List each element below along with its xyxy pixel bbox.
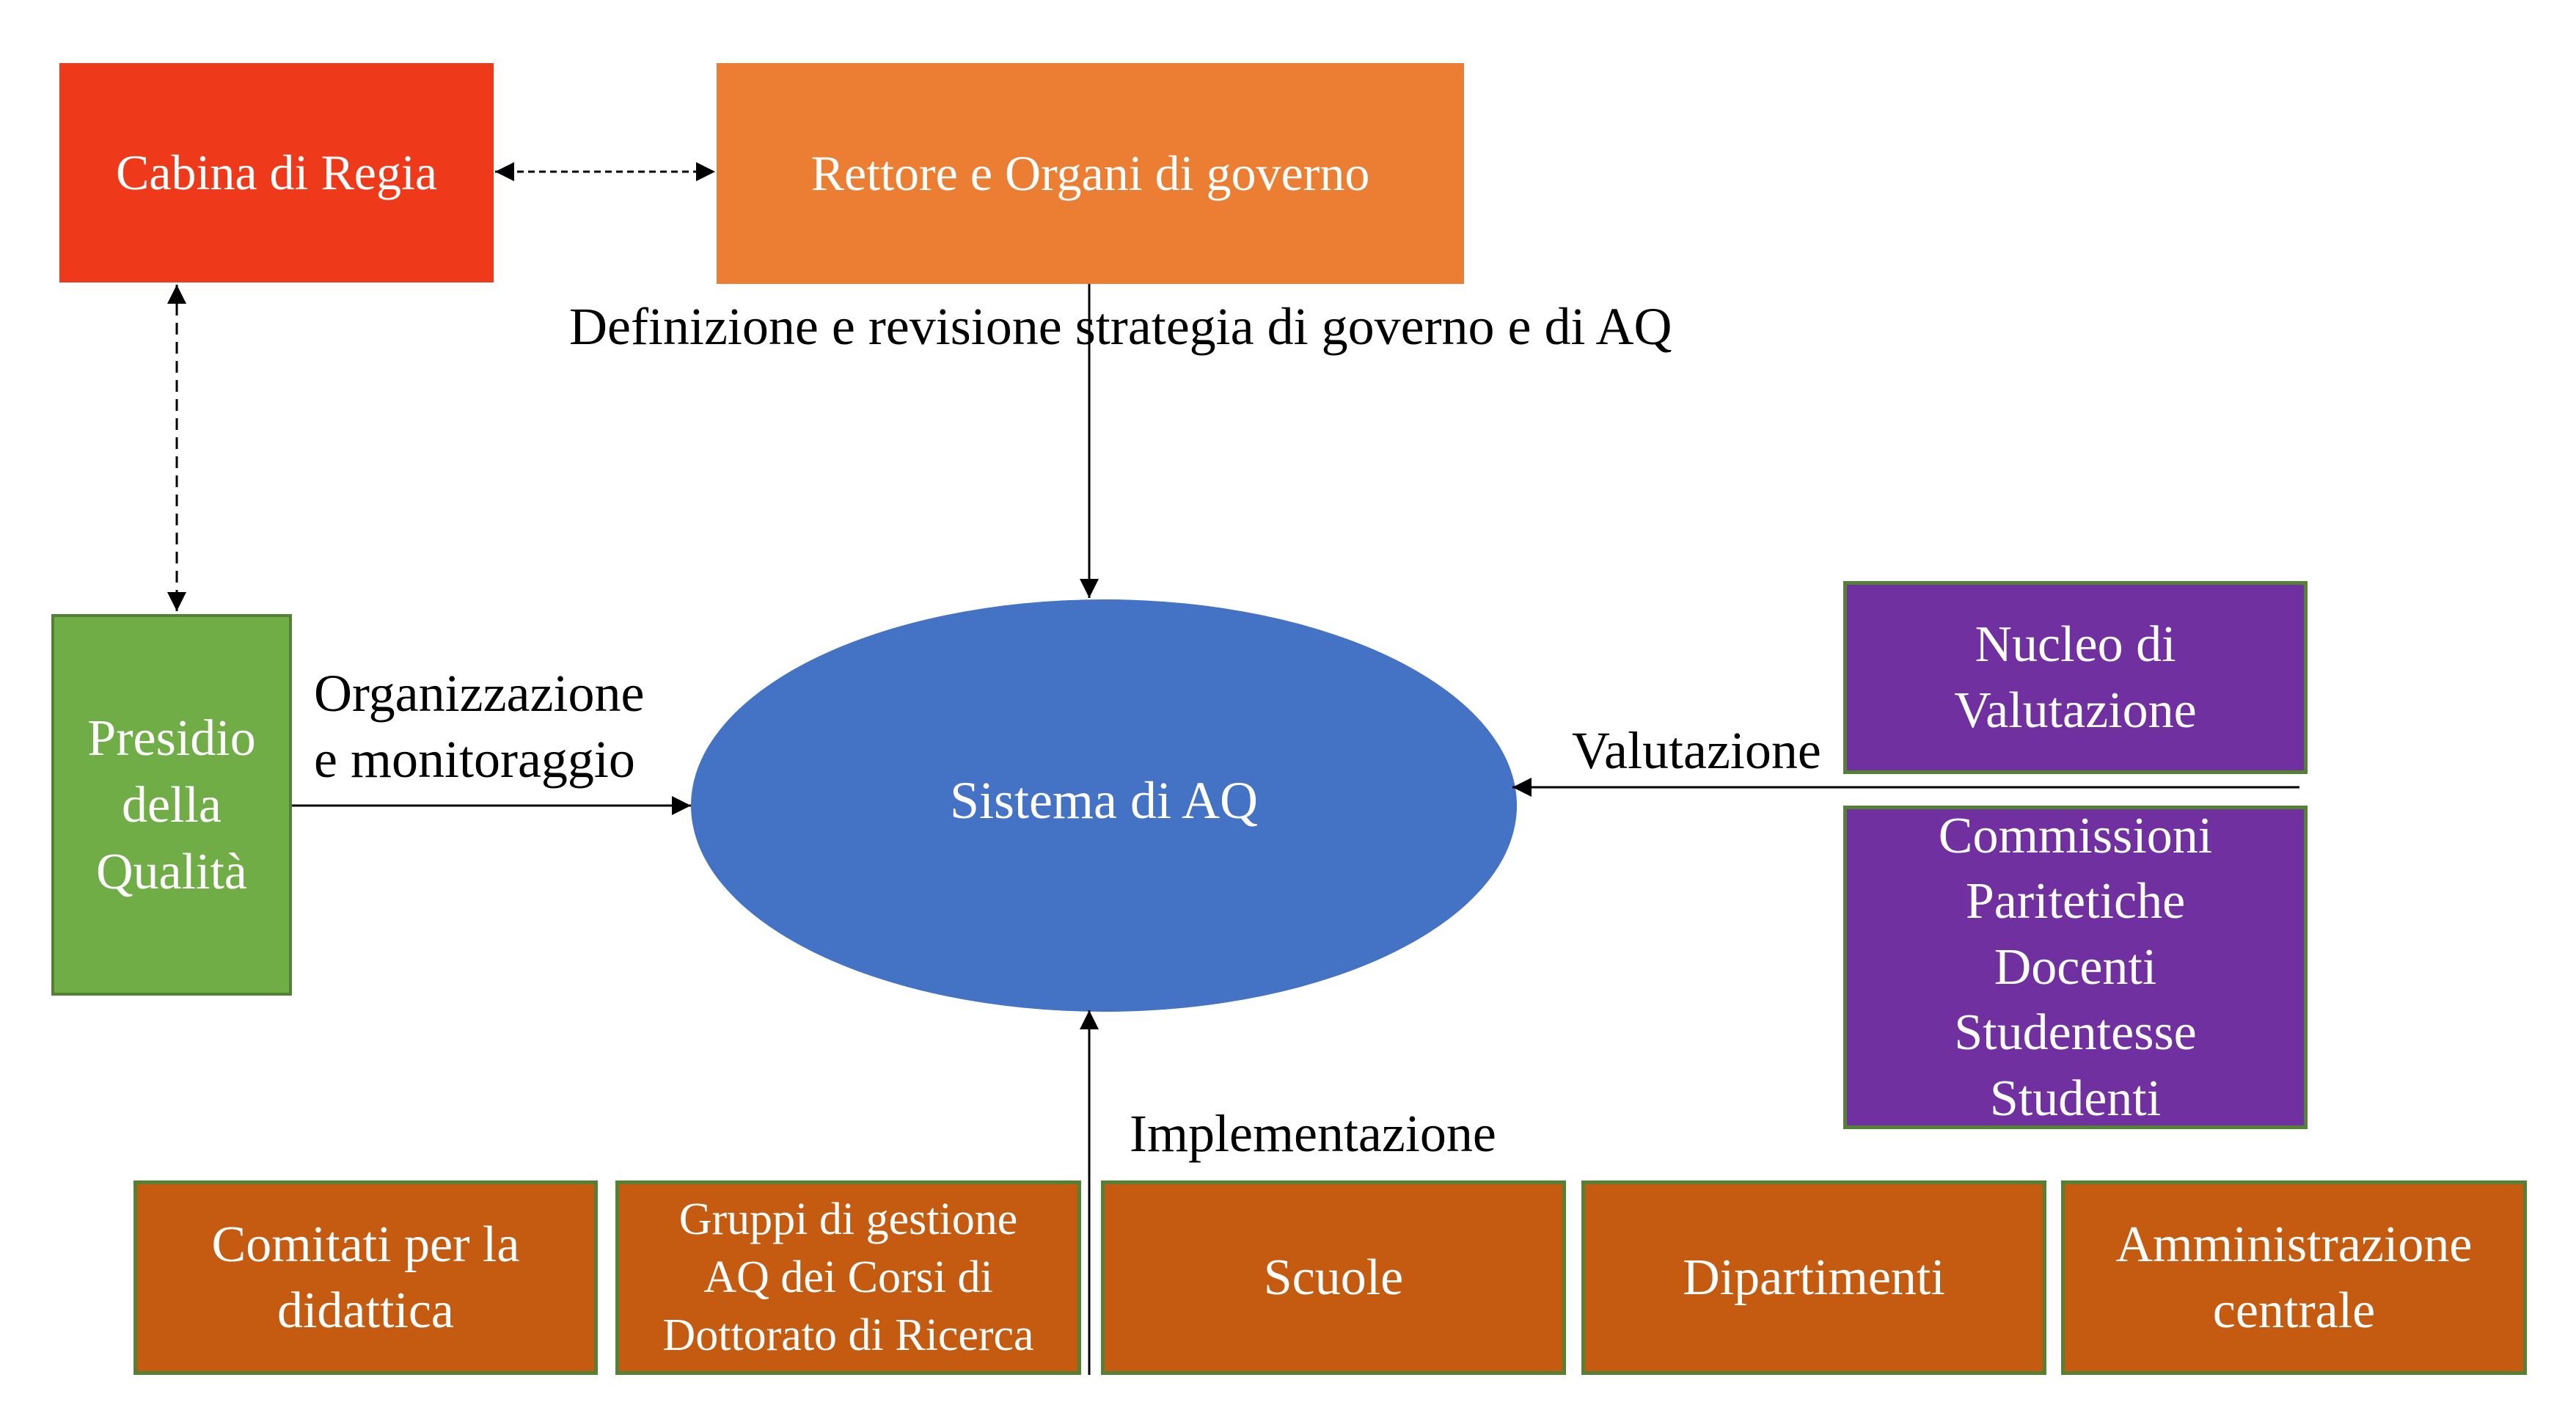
sistema-aq-label: Sistema di AQ [949, 771, 1258, 830]
node-rettore-organi-governo[interactable]: Rettore e Organi di governo [717, 63, 1464, 284]
node-scuole[interactable]: Scuole [1101, 1180, 1566, 1375]
node-label-line: Scuole [1263, 1249, 1404, 1306]
edge-label-implementazione: Implementazione [1130, 1104, 1496, 1163]
edge-label-valutazione: Valutazione [1572, 721, 1821, 780]
node-label-line: Presidio [87, 709, 256, 767]
node-dipartimenti[interactable]: Dipartimenti [1581, 1180, 2046, 1375]
node-gruppi-gestione-aq-dottorato[interactable]: Gruppi di gestione AQ dei Corsi di Dotto… [615, 1180, 1081, 1375]
node-presidio-qualita[interactable]: Presidio della Qualità [51, 614, 292, 996]
edge-label-organizzazione: Organizzazione e monitoraggio [314, 660, 644, 792]
node-nucleo-valutazione[interactable]: Nucleo di Valutazione [1843, 581, 2308, 774]
node-label-line: Nucleo di [1975, 616, 2176, 673]
node-label: Cabina di Regia [115, 145, 438, 200]
node-label-line: Paritetiche [1965, 873, 2186, 930]
node-amministrazione-centrale[interactable]: Amministrazione centrale [2061, 1180, 2527, 1375]
node-label-line: Dottorato di Ricerca [662, 1310, 1034, 1360]
node-comitati-didattica[interactable]: Comitati per la didattica [133, 1180, 598, 1375]
node-cabina-di-regia[interactable]: Cabina di Regia [59, 63, 494, 282]
node-label-line: Gruppi di gestione [678, 1194, 1018, 1245]
edge-label-line: e monitoraggio [314, 730, 635, 789]
node-label-line: Studenti [1989, 1070, 2162, 1127]
node-label-line: Commissioni [1938, 807, 2213, 864]
node-label-line: Valutazione [1954, 682, 2197, 739]
node-label-line: Amministrazione [2115, 1216, 2473, 1273]
node-label-line: Dipartimenti [1683, 1249, 1945, 1306]
node-label: Rettore e Organi di governo [811, 145, 1370, 201]
node-label-line: della [121, 776, 222, 833]
node-label-line: centrale [2212, 1282, 2376, 1339]
node-label-line: Studentesse [1954, 1004, 2197, 1062]
edge-label-line: Organizzazione [314, 664, 645, 723]
node-label-line: Qualità [95, 843, 248, 900]
node-label-line: Docenti [1994, 938, 2157, 996]
node-label-line: AQ dei Corsi di [703, 1252, 993, 1303]
node-label-line: Comitati per la [211, 1216, 520, 1273]
node-commissioni-paritetiche[interactable]: Commissioni Paritetiche Docenti Studente… [1843, 806, 2308, 1129]
node-label-line: didattica [277, 1282, 454, 1339]
edge-label-definizione: Definizione e revisione strategia di gov… [569, 297, 1672, 356]
